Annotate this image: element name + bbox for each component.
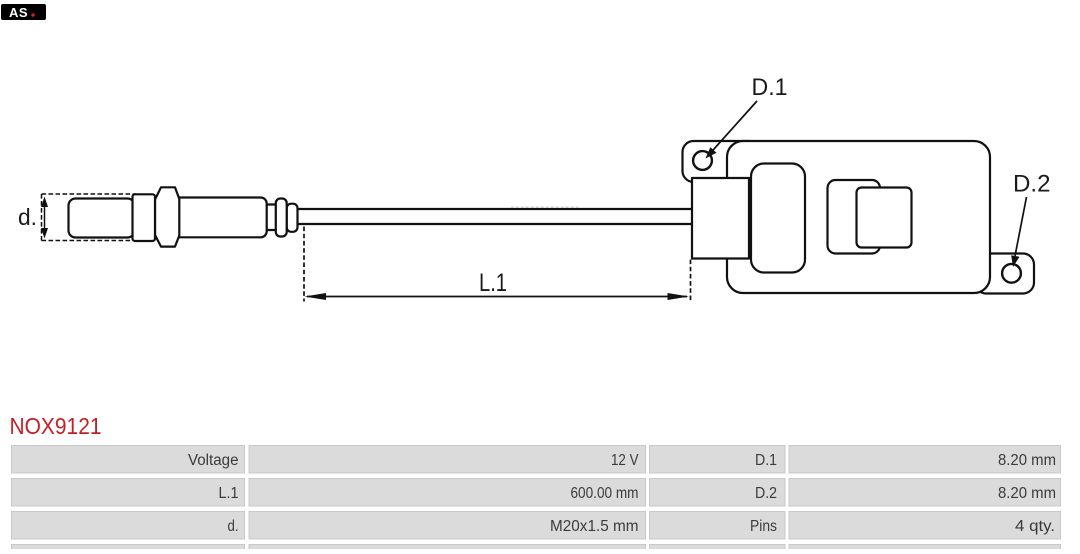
svg-text:D.1: D.1 [755,452,777,469]
svg-text:d.: d. [228,518,239,535]
svg-text:D.2: D.2 [755,485,777,502]
svg-text:Voltage: Voltage [188,452,239,469]
svg-text:M20x1.5 mm: M20x1.5 mm [550,518,639,535]
svg-text:4 qty.: 4 qty. [1015,518,1055,535]
svg-text:D.1: D.1 [752,74,788,101]
svg-text:Pins: Pins [750,518,777,535]
svg-text:d.: d. [18,204,37,230]
svg-text:NOX9121: NOX9121 [10,413,102,439]
svg-text:8.20 mm: 8.20 mm [998,485,1056,502]
svg-text:8.20 mm: 8.20 mm [998,452,1056,469]
svg-text:12 V: 12 V [611,452,639,469]
svg-text:L.1: L.1 [219,485,239,502]
svg-text:L.1: L.1 [479,269,507,297]
svg-text:AS: AS [9,5,28,20]
svg-text:D.2: D.2 [1013,171,1051,198]
svg-text:600.00 mm: 600.00 mm [571,485,639,502]
